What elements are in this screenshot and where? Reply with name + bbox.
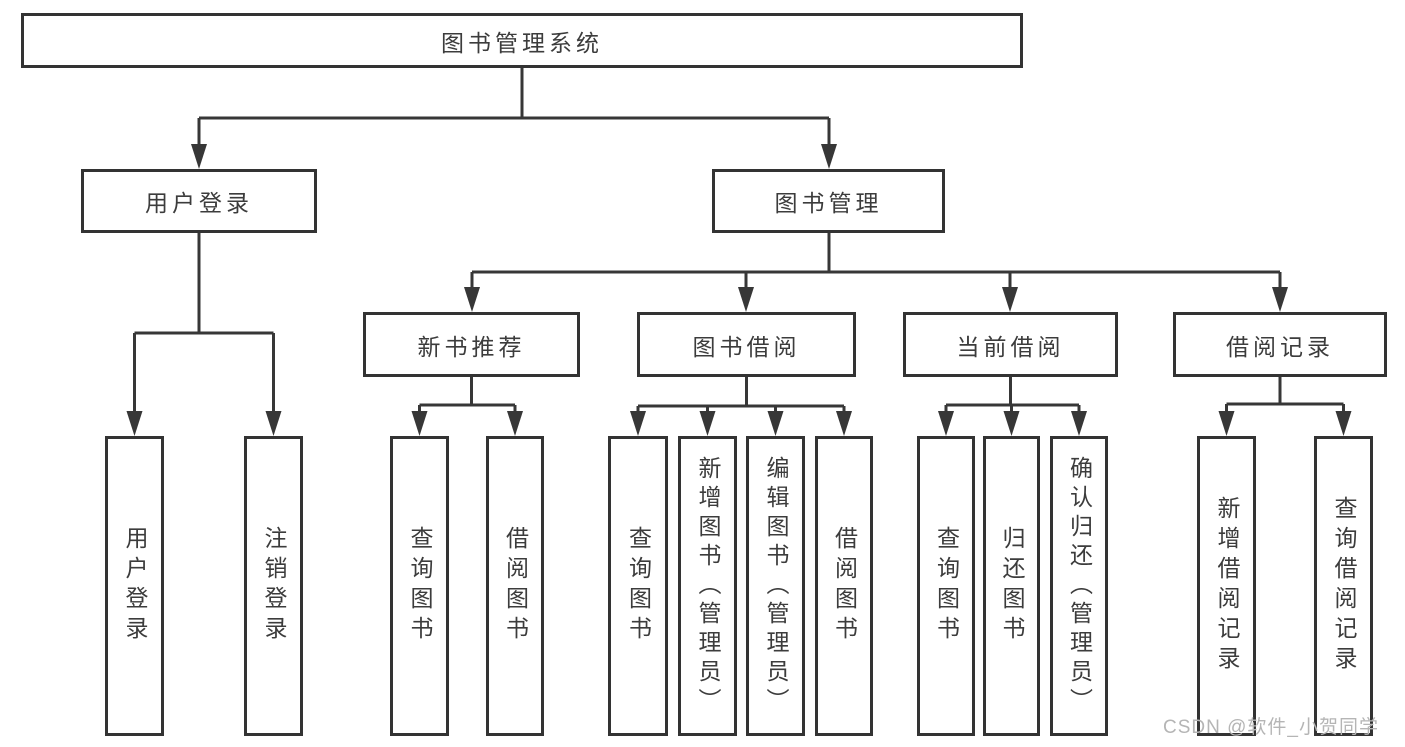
leaf-query-books-2: 查询图书 (608, 436, 668, 736)
leaf-add-books-admin: 新增图书（管理员） (678, 436, 737, 736)
node-label: 图书管理系统 (441, 29, 603, 56)
node-new-book-recommend: 新书推荐 (363, 312, 580, 377)
node-label: 新增图书（管理员） (695, 455, 721, 717)
leaf-logout: 注销登录 (244, 436, 303, 736)
leaf-confirm-return-admin: 确认归还（管理员） (1050, 436, 1108, 736)
leaf-query-books-3: 查询图书 (917, 436, 975, 736)
node-label: 借阅图书 (831, 526, 858, 646)
node-label: 图书管理 (774, 190, 883, 216)
node-label: 图书借阅 (692, 333, 801, 360)
leaf-query-borrow-record: 查询借阅记录 (1314, 436, 1373, 736)
node-label: 查询图书 (933, 526, 960, 646)
node-label: 查询借阅记录 (1331, 496, 1357, 676)
leaf-user-login: 用户登录 (105, 436, 164, 736)
node-label: 查询图书 (625, 526, 652, 646)
node-label: 用户登录 (145, 190, 253, 216)
node-borrow-records: 借阅记录 (1173, 312, 1387, 377)
leaf-add-borrow-record: 新增借阅记录 (1197, 436, 1256, 736)
node-label: 借阅图书 (502, 526, 529, 646)
node-label: 新书推荐 (417, 333, 526, 360)
leaf-return-books: 归还图书 (983, 436, 1040, 736)
node-label: 归还图书 (999, 526, 1025, 646)
leaf-borrow-books-1: 借阅图书 (486, 436, 544, 736)
leaf-query-books-1: 查询图书 (390, 436, 449, 736)
leaf-edit-books-admin: 编辑图书（管理员） (746, 436, 805, 736)
node-label: 注销登录 (261, 526, 287, 646)
watermark: CSDN @软件_小贺同学 (1163, 717, 1379, 738)
node-label: 确认归还（管理员） (1066, 455, 1093, 717)
arrowhead-icons (126, 144, 1352, 436)
node-label: 当前借阅 (956, 333, 1065, 360)
node-label: 借阅记录 (1226, 333, 1334, 360)
node-label: 查询图书 (407, 526, 433, 646)
node-current-borrowing: 当前借阅 (903, 312, 1118, 377)
node-book-management: 图书管理 (712, 169, 945, 233)
leaf-borrow-books-2: 借阅图书 (815, 436, 873, 736)
node-label: 编辑图书（管理员） (763, 455, 789, 717)
node-library-management-system: 图书管理系统 (21, 13, 1023, 68)
node-label: 用户登录 (122, 526, 148, 646)
node-user-login-group: 用户登录 (81, 169, 317, 233)
node-book-borrowing: 图书借阅 (637, 312, 856, 377)
node-label: 新增借阅记录 (1214, 496, 1240, 676)
